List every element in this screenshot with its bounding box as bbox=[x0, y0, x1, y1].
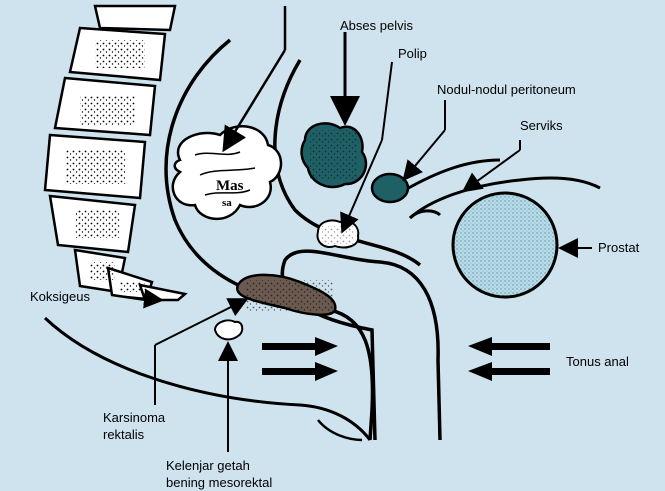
label-tonus-anal: Tonus anal bbox=[566, 354, 629, 369]
label-koksigeus: Koksigeus bbox=[30, 289, 90, 304]
label-serviks: Serviks bbox=[520, 118, 563, 133]
peritoneal-nodule-shape bbox=[372, 174, 408, 202]
label-kelenjar-line1: Kelenjar getah bbox=[166, 458, 250, 473]
prostat-shape bbox=[453, 193, 557, 297]
label-kelenjar-line2: bening mesorektal bbox=[166, 475, 272, 490]
tonus-arrows bbox=[262, 337, 550, 381]
outer-pelvic-curve bbox=[45, 318, 370, 440]
label-karsinoma-line2: rektalis bbox=[103, 427, 145, 442]
label-prostat: Prostat bbox=[598, 240, 640, 255]
label-karsinoma-line1: Karsinoma bbox=[103, 410, 166, 425]
mass-label-line2: sa bbox=[222, 197, 232, 209]
label-nodul-peritoneum: Nodul-nodul peritoneum bbox=[437, 82, 576, 97]
kelenjar-shape bbox=[215, 320, 242, 339]
anal-margin-left bbox=[318, 420, 362, 440]
label-polip: Polip bbox=[398, 46, 427, 61]
mass-label-line1: Mas bbox=[216, 178, 244, 194]
cervix-shape bbox=[410, 211, 440, 218]
sacrum-coccyx-bones bbox=[45, 6, 185, 300]
label-abses-pelvis: Abses pelvis bbox=[340, 18, 413, 33]
